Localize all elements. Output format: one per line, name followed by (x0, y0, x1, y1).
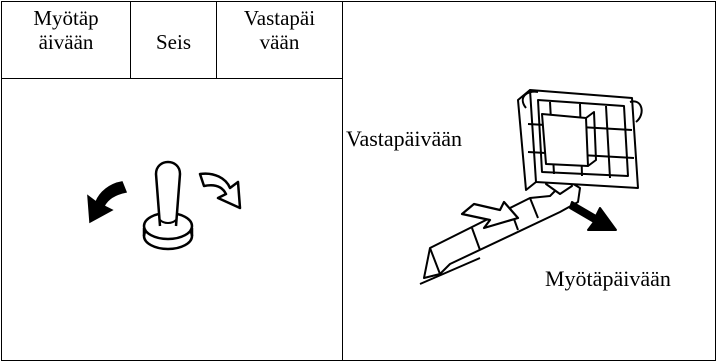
divider-col1 (130, 1, 131, 79)
header-counterclockwise-line2: vään (259, 30, 300, 54)
header-counterclockwise-line1: Vastapäi (243, 6, 316, 30)
bucket-container (541, 113, 589, 167)
left-rotation-arrow (87, 181, 128, 224)
header-counterclockwise: Vastapäi vään (217, 6, 342, 54)
header-clockwise: Myötäp äivään (2, 6, 130, 54)
joystick-rotation-icon (87, 160, 242, 251)
header-clockwise-line1: Myötäp (33, 6, 99, 30)
label-clockwise: Myötäpäivään (545, 266, 671, 291)
clockwise-arrow (569, 201, 617, 231)
divider-main (342, 1, 343, 361)
label-counterclockwise: Vastapäivään (346, 126, 463, 151)
header-stop-label: Seis (155, 30, 191, 54)
joystick-stick (154, 160, 182, 227)
header-clockwise-line2: äivään (38, 30, 94, 54)
right-rotation-arrow (198, 172, 242, 210)
divider-col2 (216, 1, 217, 79)
counterclockwise-arrow (460, 200, 520, 230)
boom-arm (423, 181, 581, 279)
divider-header (1, 78, 343, 79)
auger-rotation-diagram (419, 89, 643, 285)
header-stop: Seis (131, 30, 216, 54)
